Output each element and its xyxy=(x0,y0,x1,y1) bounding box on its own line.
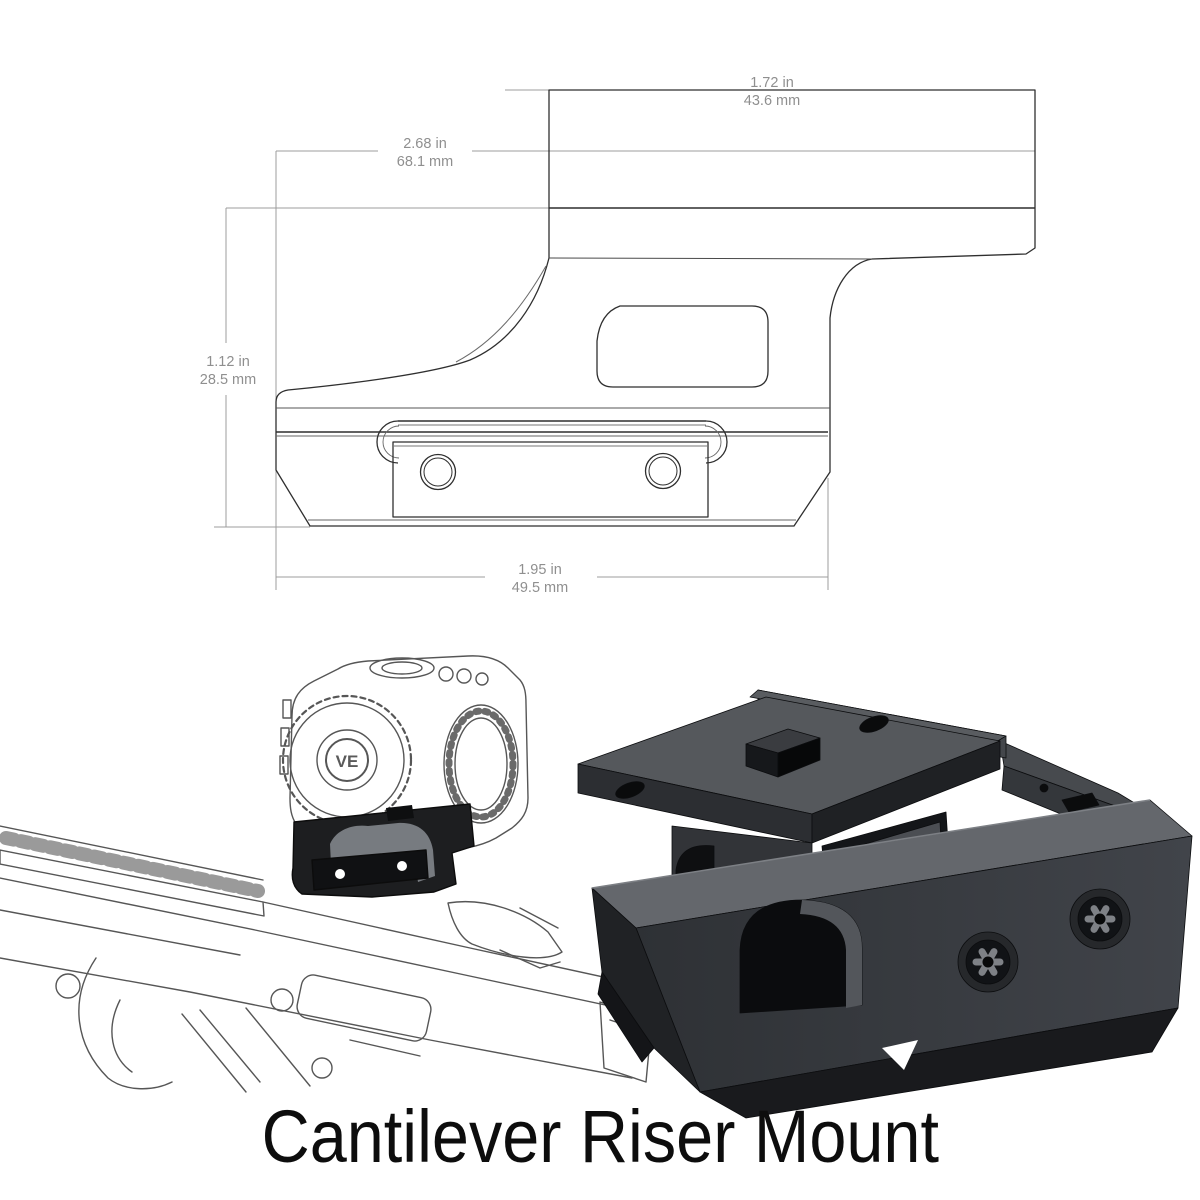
mount-profile-outline xyxy=(275,89,1036,527)
bezel-knurl xyxy=(445,707,517,821)
forward-assist xyxy=(270,988,294,1012)
recoil-lug-right xyxy=(777,737,821,778)
charging-handle xyxy=(447,901,563,959)
rail-slot-notch xyxy=(882,1040,918,1070)
dim-base-width-mm: 49.5 mm xyxy=(512,580,568,596)
plate-hole xyxy=(859,715,889,733)
clamp-screw-left-inner xyxy=(423,457,453,487)
picatinny-rail xyxy=(0,825,265,917)
lightening-cutout xyxy=(596,305,769,388)
plate-hole xyxy=(615,781,645,799)
base-bottom-dovetail xyxy=(699,1007,1179,1119)
top-turret xyxy=(369,657,435,679)
rifle-illustration: VE xyxy=(0,655,653,1093)
clamp-slot-right-arc xyxy=(705,420,728,464)
clamp-screw-right-outer xyxy=(644,452,682,490)
magazine-lines xyxy=(181,1007,311,1093)
dim-top-width-in: 1.72 in xyxy=(750,75,794,91)
sight-logo-ring xyxy=(325,738,369,782)
base-left-face xyxy=(591,887,701,1093)
clamp-slot-left-arc xyxy=(376,420,399,464)
plate-right-face xyxy=(811,740,1001,844)
rail-teeth xyxy=(0,831,265,898)
product-title: Cantilever Riser Mount xyxy=(261,1094,939,1178)
clamp-slot-left-arc-inner xyxy=(382,425,400,459)
dim-overall-width-mm: 68.1 mm xyxy=(397,154,453,170)
dim-base-width-in: 1.95 in xyxy=(518,562,562,578)
dimension-lines xyxy=(214,89,1035,590)
technical-drawing: 1.72 in 43.6 mm 2.68 in 68.1 mm 1.12 in … xyxy=(200,75,1036,596)
mount-3d-render xyxy=(577,689,1193,1119)
mount-clamp-plate xyxy=(311,849,429,891)
clamp-screw-dot xyxy=(397,861,407,871)
torx-screw-left xyxy=(957,931,1019,993)
clamp-slot-right-arc-inner xyxy=(704,425,722,459)
torx-screw-right xyxy=(1069,888,1131,950)
dim-height-in: 1.12 in xyxy=(206,354,250,370)
dim-top-width-mm: 43.6 mm xyxy=(744,93,800,109)
product-title-bar: Cantilever Riser Mount xyxy=(0,1086,1200,1186)
base-left-foot xyxy=(597,971,655,1063)
vent-slot xyxy=(1061,792,1100,813)
objective-bezel xyxy=(443,704,519,824)
dim-overall-width-in: 2.68 in xyxy=(403,136,447,152)
outer-contour xyxy=(275,89,1036,527)
bevel-highlight-line xyxy=(591,799,1151,889)
mount-on-rifle xyxy=(291,803,475,898)
clamp-screw-left-outer xyxy=(419,453,457,491)
gusset-inner-curve xyxy=(455,265,547,363)
platform-underside-line xyxy=(548,257,873,260)
ejection-port xyxy=(296,974,432,1042)
arch-inner-wall xyxy=(800,900,862,1008)
clamp-plate xyxy=(392,441,709,518)
clamp-screw-dot xyxy=(335,869,345,879)
grip-curve xyxy=(78,957,173,1090)
sight-logo: VE xyxy=(336,752,359,771)
dim-height-mm: 28.5 mm xyxy=(200,372,256,388)
dimension-labels: 1.72 in 43.6 mm 2.68 in 68.1 mm 1.12 in … xyxy=(200,75,800,596)
vent-hole xyxy=(1039,783,1049,793)
pivot-pin xyxy=(55,973,81,999)
clamp-screw-right-inner xyxy=(648,456,678,486)
rifle-receiver xyxy=(0,877,653,1093)
